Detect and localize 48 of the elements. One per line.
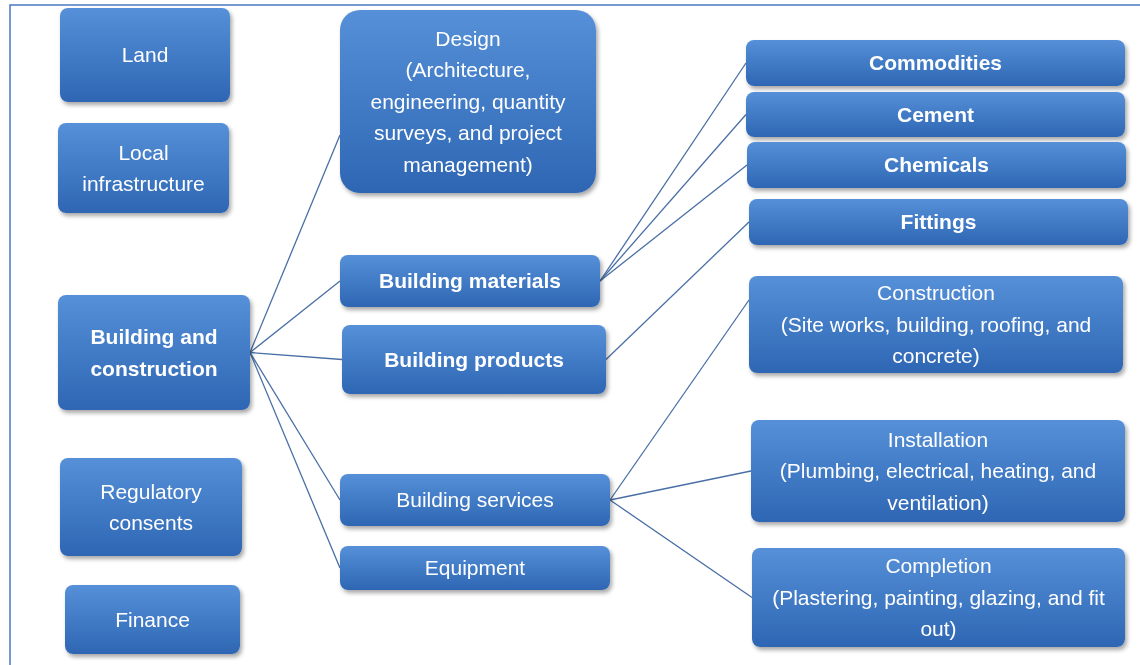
process-box (340, 474, 610, 526)
process-box (58, 123, 229, 213)
box-label: Construction (877, 280, 995, 307)
process-box (340, 255, 600, 307)
process-box (60, 8, 230, 102)
process-box (65, 585, 240, 654)
box-label: Local infrastructure (81, 139, 206, 197)
box-label: Regulatory consents (99, 478, 203, 536)
box-label: Building products (384, 346, 564, 373)
connector-line (609, 470, 752, 501)
process-box (749, 276, 1123, 373)
box-label: Chemicals (883, 152, 990, 179)
box-description: (Site works, building, roofing, and concrete) (779, 311, 1093, 370)
box-label: Completion (885, 553, 992, 580)
box-label: Building materials (378, 268, 561, 295)
box-description: (Architecture, engineering, quantity surveys, and project management) (369, 57, 567, 178)
box-label: Design (435, 25, 501, 52)
connector-line (249, 351, 341, 569)
connector-line (249, 280, 341, 354)
process-box (58, 295, 250, 410)
connector-line (609, 499, 753, 599)
box-description: (Plastering, painting, glazing, and fit out) (771, 584, 1106, 643)
connector-line (609, 299, 750, 501)
box-label: Building services (396, 487, 554, 514)
process-box (340, 546, 610, 590)
box-label: Finance (115, 606, 190, 633)
process-box (340, 10, 596, 193)
process-box (60, 458, 242, 556)
box-label: Installation (887, 426, 989, 453)
box-label: Building and construction (89, 324, 219, 382)
process-box (751, 420, 1125, 522)
process-box (746, 40, 1125, 86)
process-box (747, 142, 1126, 188)
box-description: (Plumbing, electrical, heating, and ventilation) (778, 458, 1098, 516)
connector-line (599, 113, 747, 282)
process-box (342, 325, 606, 394)
connector-line (605, 221, 750, 361)
process-box (749, 199, 1128, 245)
box-label: Cement (897, 101, 974, 128)
box-label: Equipment (424, 555, 526, 582)
process-box (746, 92, 1125, 137)
connector-line (249, 134, 341, 354)
box-label: Land (121, 42, 169, 69)
box-label: Commodities (869, 50, 1002, 77)
process-box (752, 548, 1125, 647)
connector-line (599, 164, 748, 282)
box-label: Fittings (900, 209, 977, 236)
connector-line (249, 351, 343, 361)
